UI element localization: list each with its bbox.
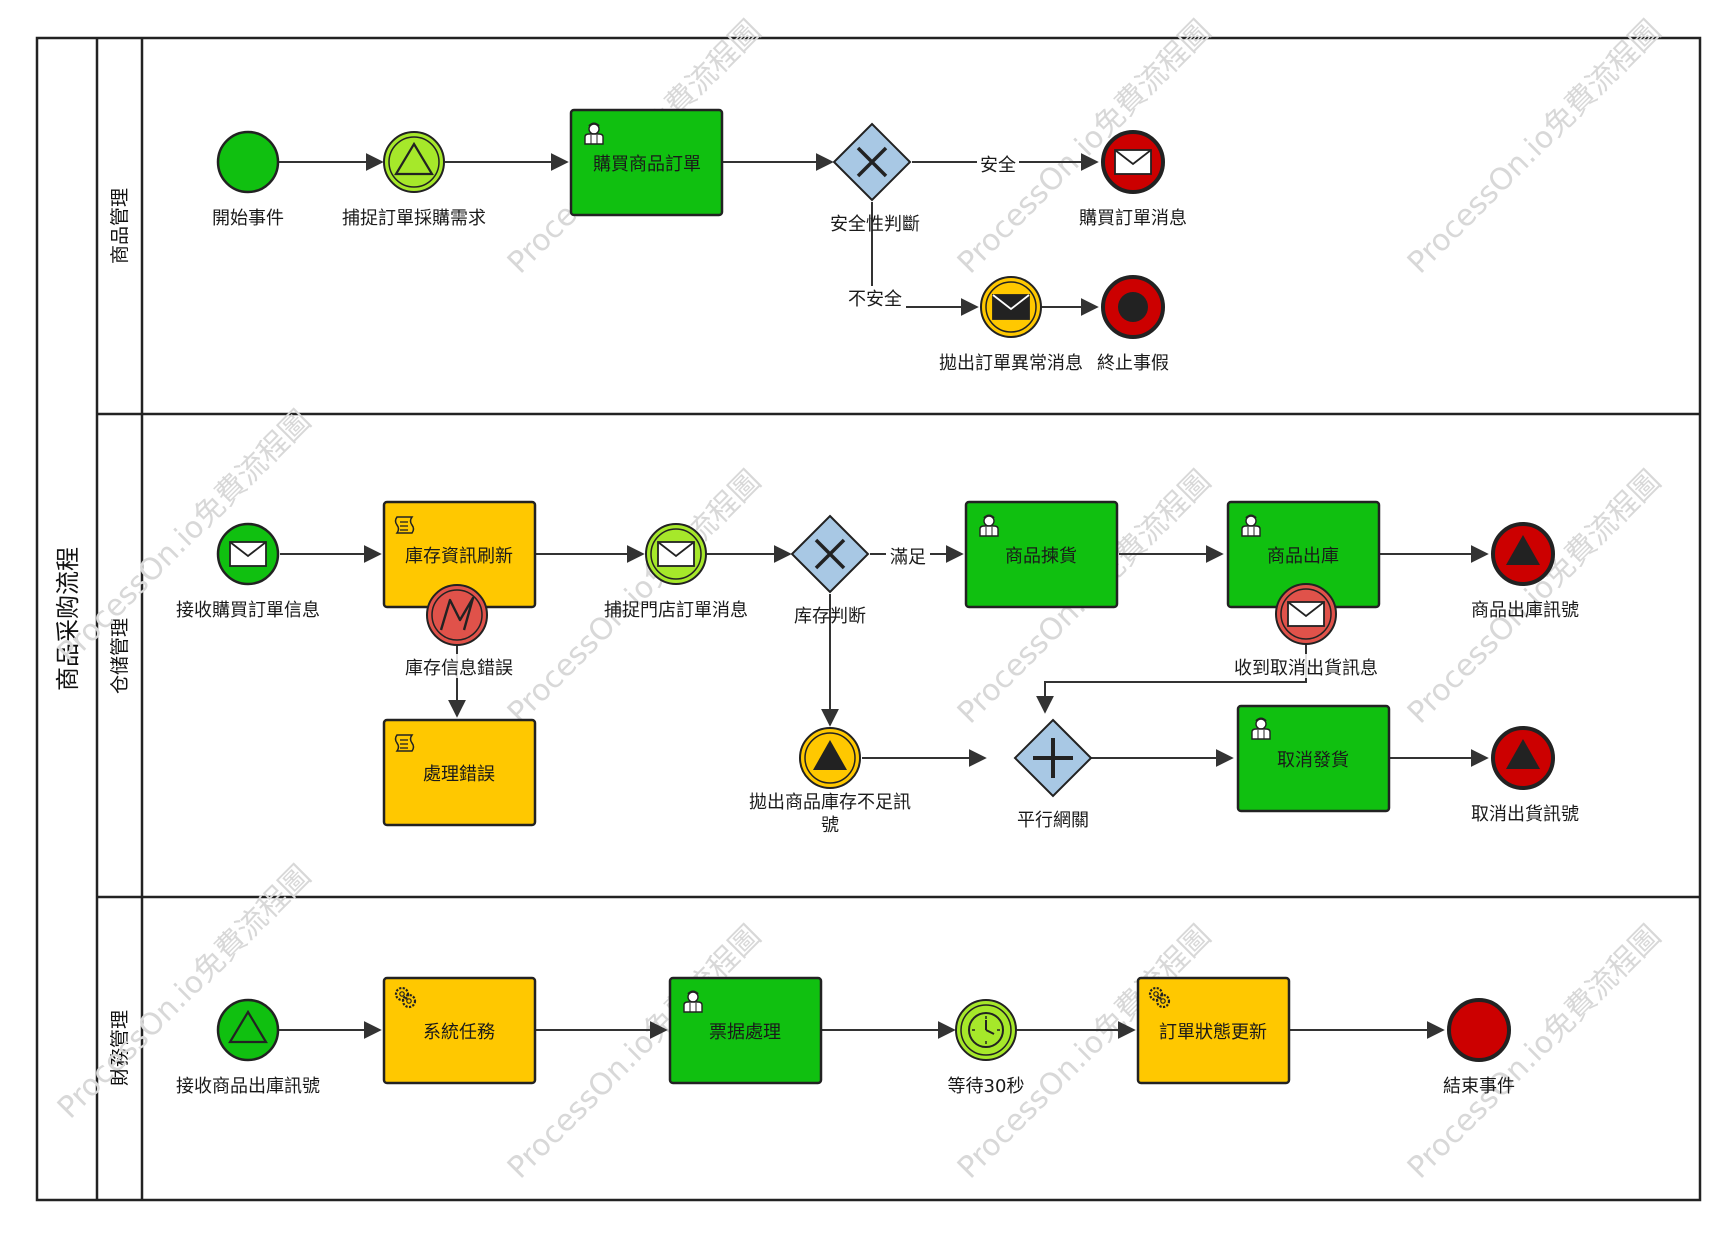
triangle-signal-icon xyxy=(1506,739,1540,769)
task-goods-out-label: 商品出庫 xyxy=(1267,546,1339,567)
task-update-status[interactable]: 訂單狀態更新 xyxy=(1136,976,1291,1085)
security-gateway[interactable] xyxy=(832,122,912,202)
lane-title-product: 商品管理 xyxy=(109,188,131,264)
throw-shortage-label-1: 拋出商品庫存不足訊 xyxy=(749,792,911,813)
lightning-error-icon xyxy=(439,596,475,631)
x-gateway-icon xyxy=(856,146,888,178)
envelope-icon xyxy=(229,541,267,567)
timer-event[interactable] xyxy=(955,999,1017,1061)
start-event[interactable] xyxy=(216,130,280,194)
clock-icon xyxy=(968,1012,1004,1048)
parallel-gateway[interactable] xyxy=(1013,718,1093,798)
parallel-gateway-label: 平行網關 xyxy=(1017,810,1089,831)
signal-start-event[interactable] xyxy=(216,998,280,1062)
security-gateway-label: 安全性判斷 xyxy=(830,214,920,235)
task-handle-error[interactable]: 處理錯誤 xyxy=(382,718,537,827)
catch-signal-event[interactable] xyxy=(383,131,445,193)
throw-signal-event[interactable] xyxy=(799,727,861,789)
task-buy-order[interactable]: 購買商品訂單 xyxy=(569,108,724,217)
envelope-icon xyxy=(657,541,695,567)
signal-end-event-out[interactable] xyxy=(1491,522,1555,586)
start-event-label: 開始事件 xyxy=(212,208,284,229)
boundary-message-event[interactable] xyxy=(1275,583,1337,645)
inventory-gateway[interactable] xyxy=(790,514,870,594)
task-inventory-refresh[interactable]: 庫存資訊刷新 xyxy=(382,500,537,609)
flow-label-satisfied: 滿足 xyxy=(890,547,926,568)
end-event[interactable] xyxy=(1447,998,1511,1062)
task-system[interactable]: 系統任務 xyxy=(382,976,537,1085)
task-handle-error-label: 處理錯誤 xyxy=(423,764,495,785)
receive-signal-label: 接收商品出庫訊號 xyxy=(176,1076,320,1097)
buy-msg-end-label: 購買訂單消息 xyxy=(1079,208,1187,229)
message-end-event[interactable] xyxy=(1101,130,1165,194)
triangle-signal-icon xyxy=(228,1009,268,1044)
lane-title-warehouse: 仓储管理 xyxy=(109,618,131,694)
task-invoice-label: 票据處理 xyxy=(709,1022,781,1043)
cancel-signal-end-label: 取消出貨訊號 xyxy=(1471,804,1579,825)
task-pick-goods-label: 商品揀貨 xyxy=(1005,546,1077,567)
pool-frame xyxy=(35,36,1702,1202)
throw-message-event[interactable] xyxy=(980,276,1042,338)
throw-shortage-label-2: 號 xyxy=(821,815,839,836)
catch-store-msg-label: 捕捉門店訂單消息 xyxy=(604,600,748,621)
plus-gateway-icon xyxy=(1033,738,1073,778)
triangle-signal-icon xyxy=(813,740,847,770)
out-signal-end-label: 商品出庫訊號 xyxy=(1471,600,1579,621)
task-inventory-refresh-label: 庫存資訊刷新 xyxy=(405,546,513,567)
task-buy-order-label: 購買商品訂單 xyxy=(593,154,701,175)
end-event-label: 結束事件 xyxy=(1443,1076,1515,1097)
throw-error-msg-label: 拋出訂單異常消息 xyxy=(939,353,1083,374)
terminate-end-event[interactable] xyxy=(1101,275,1165,339)
envelope-icon xyxy=(992,294,1030,320)
signal-end-event-cancel[interactable] xyxy=(1491,726,1555,790)
x-gateway-icon xyxy=(814,538,846,570)
receive-cancel-msg-label: 收到取消出貨訊息 xyxy=(1234,658,1378,679)
boundary-error-event[interactable] xyxy=(426,584,488,646)
task-invoice[interactable]: 票据處理 xyxy=(668,976,823,1085)
message-start-event[interactable] xyxy=(216,522,280,586)
inventory-error-label: 庫存信息錯誤 xyxy=(405,658,513,679)
task-system-label: 系統任務 xyxy=(423,1022,495,1043)
receive-msg-label: 接收購買訂單信息 xyxy=(176,600,320,621)
flow-label-safe: 安全 xyxy=(980,155,1016,176)
inventory-gateway-label: 库存判断 xyxy=(794,606,866,627)
task-cancel-shipment[interactable]: 取消發貨 xyxy=(1236,704,1391,813)
task-update-status-label: 訂單狀態更新 xyxy=(1159,1022,1267,1043)
terminate-end-label: 終止事假 xyxy=(1097,353,1169,374)
task-pick-goods[interactable]: 商品揀貨 xyxy=(964,500,1119,609)
triangle-signal-icon xyxy=(1506,535,1540,565)
flow-label-unsafe: 不安全 xyxy=(848,289,902,310)
envelope-icon xyxy=(1114,149,1152,175)
lane-title-finance: 財務管理 xyxy=(109,1010,131,1086)
triangle-signal-icon xyxy=(394,141,434,176)
wait-timer-label: 等待30秒 xyxy=(948,1076,1025,1097)
catch-message-event[interactable] xyxy=(645,523,707,585)
pool-title: 商品采购流程 xyxy=(54,547,82,691)
task-cancel-shipment-label: 取消發貨 xyxy=(1277,750,1349,771)
catch-demand-label: 捕捉訂單採購需求 xyxy=(342,208,486,229)
envelope-icon xyxy=(1287,601,1325,627)
